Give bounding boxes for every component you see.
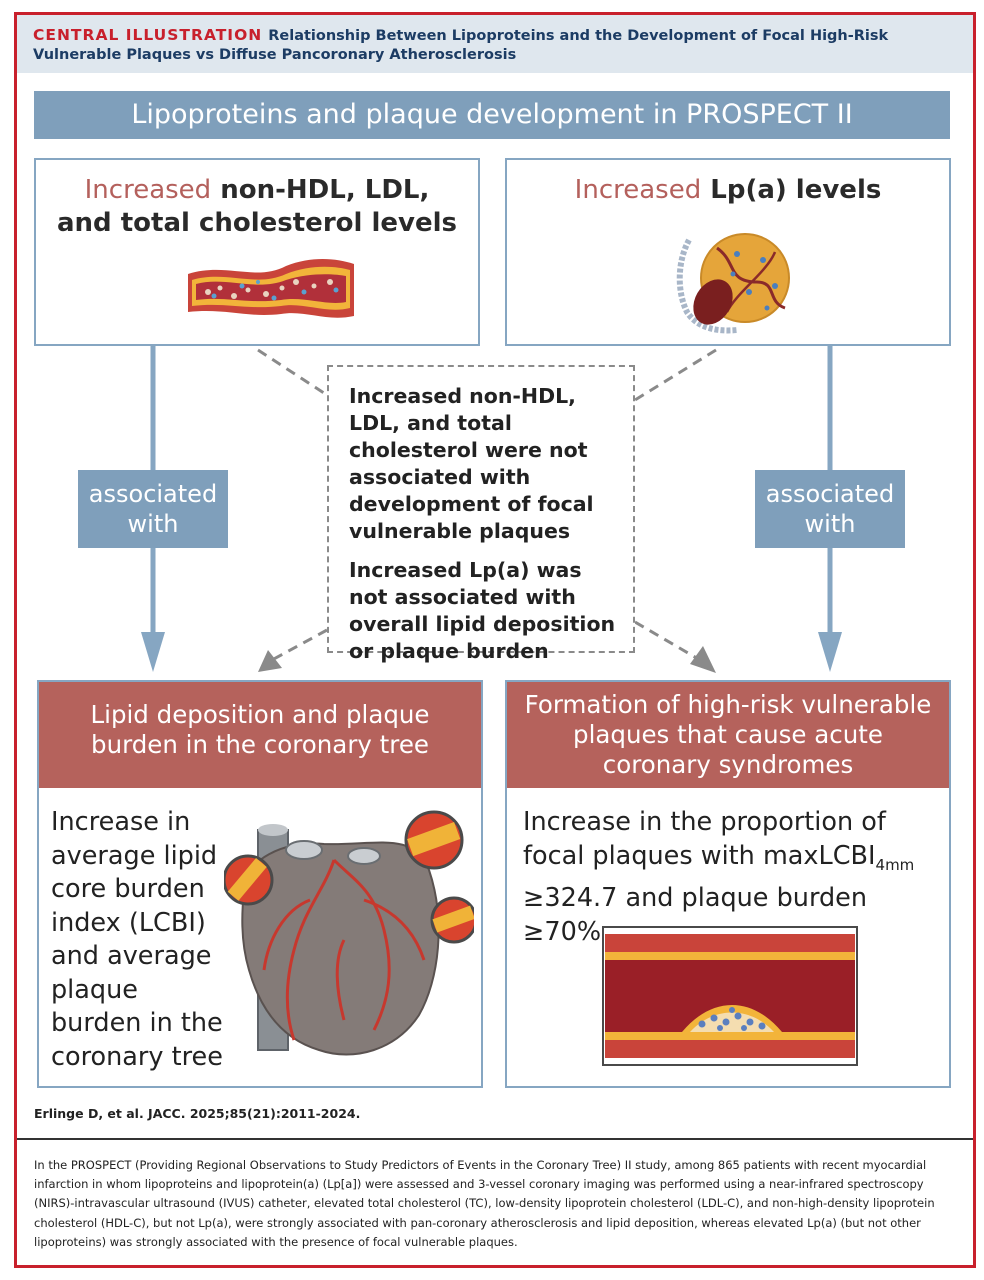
assoc-left-line1: associated: [88, 480, 218, 508]
increased-label: Increased: [574, 175, 702, 205]
lipid-deposition-box: Lipid deposition and plaque burden in th…: [37, 680, 483, 1088]
plaque-cross-section-illustration: [602, 926, 858, 1066]
vulnerable-plaque-box: Formation of high-risk vulnerable plaque…: [505, 680, 951, 1088]
plaque-header-line2: plaques that cause acute: [573, 720, 883, 749]
right-arrowhead: [818, 632, 842, 672]
banner-title: Lipoproteins and plaque development in P…: [34, 91, 950, 139]
dashed-arrowhead-left: [258, 650, 282, 672]
cholesterol-line1: non-HDL, LDL,: [211, 175, 430, 205]
dashed-arrowhead-right: [690, 646, 716, 673]
dashed-link-right-bottom: [634, 620, 701, 662]
plaque-text-post: ≥324.7 and plaque burden ≥70%: [523, 883, 868, 947]
plaque-header-line3: coronary syndromes: [602, 750, 854, 779]
divider: [17, 1138, 973, 1140]
dashed-link-right-top: [634, 348, 717, 402]
associated-with-left: associated with: [78, 470, 228, 548]
dashed-link-left-top: [257, 348, 328, 397]
lipid-deposition-header: Lipid deposition and plaque burden in th…: [39, 682, 481, 788]
not-associated-box: Increased non-HDL, LDL, and total choles…: [327, 365, 635, 663]
cholesterol-line2: and total cholesterol levels: [57, 208, 457, 238]
heart-illustration: [224, 810, 474, 1056]
lpa-box-title: Increased Lp(a) levels: [507, 174, 949, 207]
associated-with-right: associated with: [755, 470, 905, 548]
assoc-right-line1: associated: [765, 480, 895, 508]
not-associated-lpa: Increased Lp(a) was not associated with …: [349, 558, 616, 663]
vulnerable-plaque-header: Formation of high-risk vulnerable plaque…: [507, 682, 949, 788]
dashed-link-left-bottom: [271, 628, 328, 662]
connector-arrows: [141, 346, 842, 673]
lpa-box: Increased Lp(a) levels: [505, 158, 951, 346]
vulnerable-plaque-text: Increase in the proportion of focal plaq…: [523, 806, 943, 949]
assoc-right-line2: with: [804, 510, 856, 538]
assoc-left-line2: with: [127, 510, 179, 538]
not-associated-cholesterol: Increased non-HDL, LDL, and total choles…: [349, 384, 594, 543]
figure-title: Relationship Between Lipoproteins and th…: [33, 28, 889, 63]
lipid-header-line2: burden in the coronary tree: [91, 730, 429, 759]
artery-illustration: [188, 259, 354, 318]
plaque-text-pre: Increase in the proportion of focal plaq…: [523, 807, 886, 871]
figure-caption: In the PROSPECT (Providing Regional Obse…: [34, 1158, 935, 1249]
plaque-text-sub: 4mm: [875, 855, 915, 874]
cholesterol-box: Increased non-HDL, LDL, and total choles…: [34, 158, 480, 346]
central-illustration-label: CENTRAL ILLUSTRATION: [33, 26, 263, 44]
lpa-line1: Lp(a) levels: [701, 175, 882, 205]
cholesterol-box-title: Increased non-HDL, LDL, and total choles…: [36, 174, 478, 240]
lipid-header-line1: Lipid deposition and plaque: [90, 700, 430, 729]
lpa-particle-illustration: [676, 233, 790, 334]
lipid-deposition-text: Increase in average lipid core burden in…: [51, 807, 223, 1072]
plaque-header-line1: Formation of high-risk vulnerable: [524, 690, 932, 719]
citation: Erlinge D, et al. JACC. 2025;85(21):2011…: [34, 1106, 361, 1121]
left-arrowhead: [141, 632, 165, 672]
increased-label: Increased: [84, 175, 212, 205]
